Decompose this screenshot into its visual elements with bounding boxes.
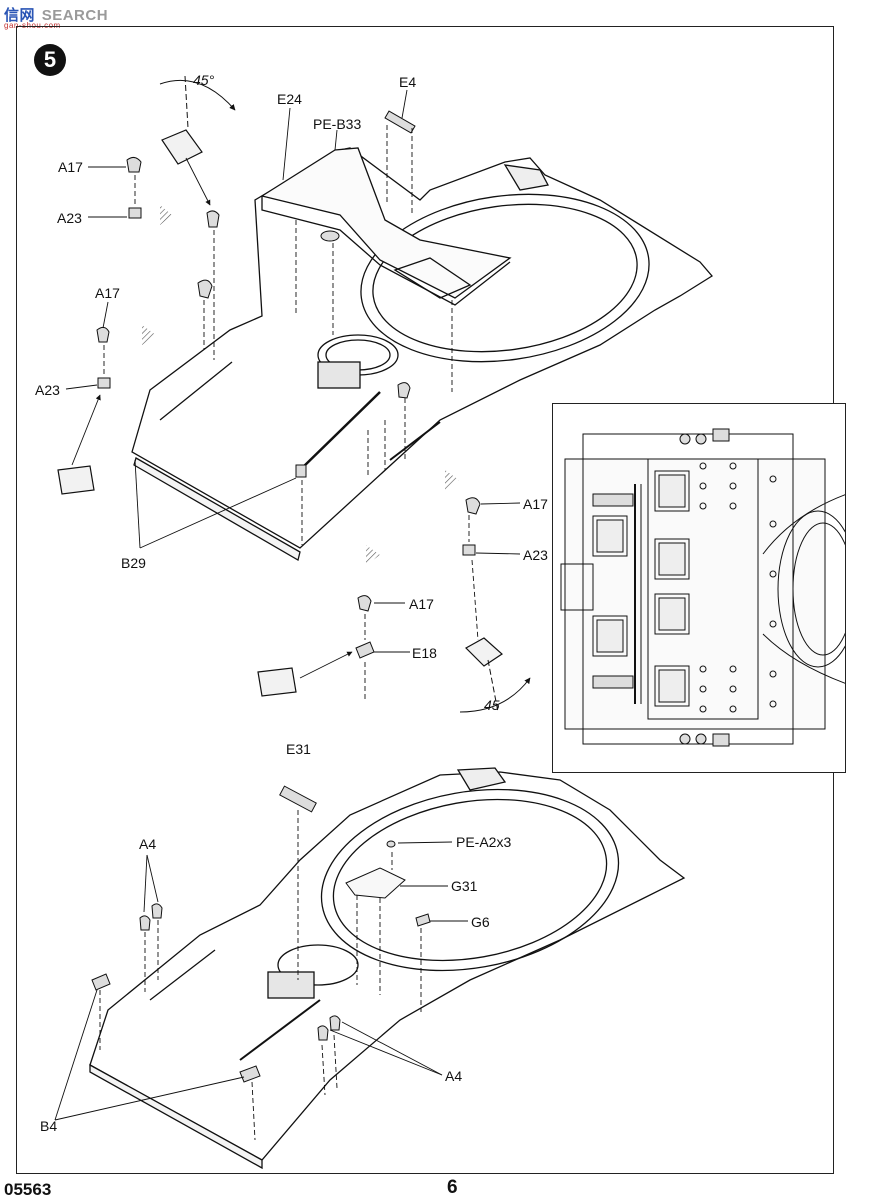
label-pe-a2x3: PE-A2x3 [456,834,512,850]
inset-drawing [560,428,845,747]
label-a17-lower: A17 [409,596,434,612]
periscope-blocks [57,129,503,697]
label-a23-top-left: A23 [57,210,82,226]
label-a17-top-left: A17 [58,159,83,175]
label-pe-b33: PE-B33 [313,116,362,132]
label-g31: G31 [451,878,478,894]
label-e24: E24 [277,91,302,107]
hatched-arrows [142,205,459,565]
inset-detail-view [552,403,846,773]
label-a23-mid-left: A23 [35,382,60,398]
angle-label-bottom: 45 [484,697,500,713]
angle-label-top: 45° [193,72,215,88]
label-a4-left: A4 [139,836,157,852]
watermark-search: SEARCH [41,7,109,24]
label-e31: E31 [286,741,311,757]
label-a17-right: A17 [523,496,548,512]
label-e4: E4 [399,74,417,90]
top-small-parts [96,110,481,659]
kit-code: 05563 [4,1180,52,1199]
label-a17-mid-left: A17 [95,285,120,301]
step-number-badge: 5 [34,44,66,76]
angle-arcs [159,75,531,713]
page-number: 6 [447,1177,458,1198]
label-a4-right: A4 [445,1068,463,1084]
bottom-small-parts [91,785,431,1083]
label-b29: B29 [121,555,146,571]
label-a23-right: A23 [523,547,548,563]
top-leader-lines [65,89,521,700]
watermark-chinese: 信网 [4,7,36,24]
top-hull-plate [131,147,713,561]
watermark: 信网 SEARCH gan-shou.com [4,4,109,30]
watermark-url: gan-shou.com [4,21,61,30]
bottom-hull-plate [89,767,686,1170]
label-b4: B4 [40,1118,58,1134]
bottom-leader-lines [54,810,468,1141]
label-g6: G6 [471,914,490,930]
label-e18: E18 [412,645,437,661]
